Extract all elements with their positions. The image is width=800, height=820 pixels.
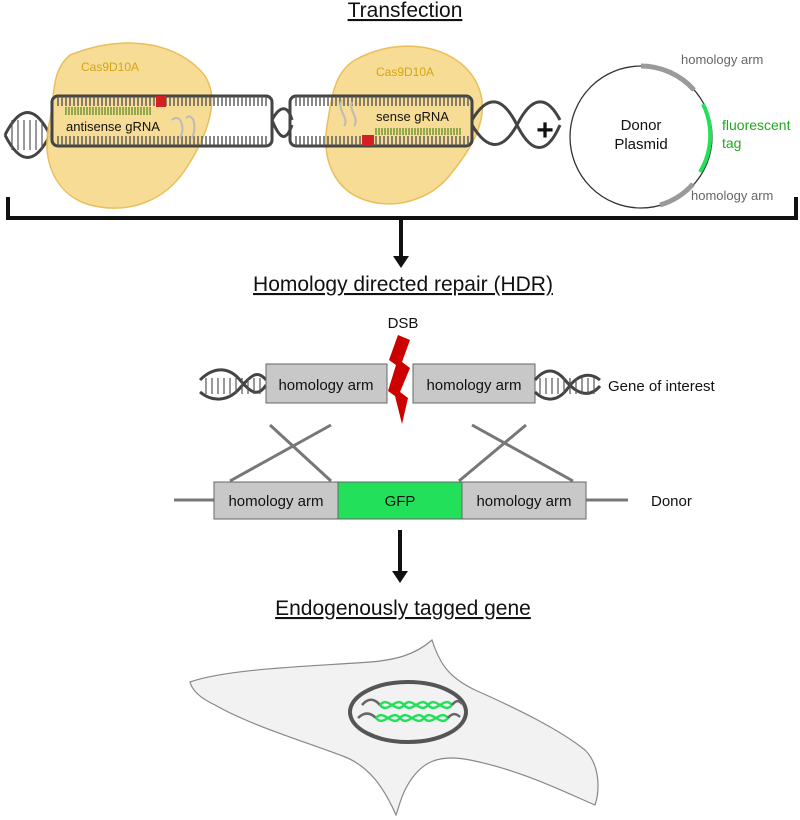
down-arrow-1	[393, 218, 409, 268]
cell-illustration	[189, 638, 599, 817]
hdr-title: Homology directed repair (HDR)	[253, 273, 553, 296]
left-dna-complex: Cas9D10A antisense gRNA	[3, 42, 294, 209]
plasmid-label-line2: Plasmid	[614, 136, 667, 153]
gene-of-interest-row: homology arm homology arm Gene of intere…	[198, 363, 716, 404]
plasmid-arm-top-label: homology arm	[681, 52, 763, 67]
gene-arm-right-label: homology arm	[426, 377, 521, 394]
sense-grna-label: sense gRNA	[376, 109, 449, 124]
fluorescent-tag-label-line1: fluorescent	[722, 117, 791, 133]
right-dna-bubble	[288, 94, 474, 148]
gene-helix-left-rungs	[205, 378, 261, 394]
cas9-left-blob	[46, 42, 213, 209]
donor-plasmid: Donor Plasmid homology arm fluorescent t…	[569, 52, 791, 209]
dsb-label: DSB	[388, 315, 419, 332]
cas9-right-label: Cas9D10A	[376, 65, 434, 79]
left-pam-marks	[156, 96, 166, 107]
fluorescent-tag-label-line2: tag	[722, 135, 741, 151]
down-arrow-2	[392, 530, 408, 583]
right-dna-complex: Cas9D10A sense gRNA	[288, 45, 562, 205]
gene-arm-left-box	[265, 363, 388, 404]
antisense-grna-label: antisense gRNA	[66, 119, 160, 134]
plasmid-arm-top	[640, 63, 696, 92]
tagged-chromosome-bottom	[357, 712, 461, 723]
donor-label: Donor	[651, 493, 692, 510]
donor-arm-right-box	[461, 481, 587, 520]
right-bubble-top-rungs	[295, 96, 469, 106]
donor-arm-right-label: homology arm	[476, 493, 571, 510]
cas9-left-label: Cas9D10A	[81, 60, 139, 74]
gene-of-interest-label: Gene of interest	[608, 378, 716, 395]
left-grna-hairpin	[171, 115, 196, 139]
left-dna-helix	[3, 111, 52, 159]
tagged-chromosome-top	[361, 698, 463, 710]
donor-gfp-label: GFP	[385, 493, 416, 510]
donor-arm-left-label: homology arm	[228, 493, 323, 510]
gene-helix-right	[533, 369, 602, 401]
gene-arm-left-label: homology arm	[278, 377, 373, 394]
gene-helix-left	[198, 368, 268, 401]
gene-helix-right-rungs	[539, 378, 595, 394]
cas9-right-blob	[325, 45, 484, 205]
right-dna-helix-b	[470, 100, 562, 146]
right-grna-hairpin	[339, 99, 357, 127]
antisense-grna-bars	[65, 107, 151, 115]
transfection-title: Transfection	[348, 0, 463, 22]
nucleus	[348, 680, 468, 744]
tagged-gene-title: Endogenously tagged gene	[275, 597, 531, 620]
donor-row: homology arm GFP homology arm Donor	[174, 481, 692, 520]
plasmid-arm-bottom	[659, 182, 695, 208]
gene-arm-right-box	[412, 363, 536, 404]
right-pam-marks	[362, 135, 374, 146]
left-helix-rungs	[11, 120, 43, 150]
donor-arm-left-box	[213, 481, 339, 520]
left-bubble-bottom-rungs	[57, 136, 267, 146]
dsb-lightning	[388, 335, 410, 424]
plasmid-arm-bottom-label: homology arm	[691, 188, 773, 203]
sense-grna-bars	[375, 128, 461, 135]
crossover-lines	[229, 423, 574, 483]
plasmid-label-line1: Donor	[621, 117, 662, 134]
plasmid-gfp-segment	[698, 103, 713, 174]
plus-sign: +	[536, 114, 554, 147]
